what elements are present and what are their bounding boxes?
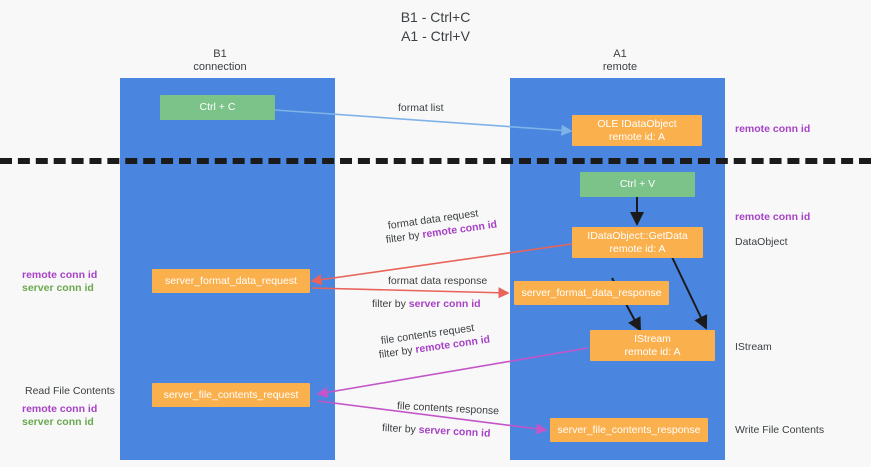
box-istream-line1: IStream: [634, 332, 671, 345]
side-label-dataobject: DataObject: [735, 236, 788, 248]
box-getdata-line1: IDataObject::GetData: [587, 229, 688, 242]
arrow-file-contents-request: [316, 347, 589, 398]
label-format-data-response-filter-prefix: filter by: [372, 298, 409, 310]
lane-b1-sub: connection: [193, 61, 247, 73]
box-server-format-data-response-label: server_format_data_response: [521, 286, 662, 299]
label-format-list: format list: [398, 102, 444, 114]
side-label-left-remote-conn-id-mid: remote conn id: [22, 269, 98, 281]
arrow-getdata-to-istream: [671, 256, 708, 330]
arrow-format-data-response: [311, 287, 510, 299]
box-ole-idataobject-line1: OLE IDataObject: [597, 117, 677, 130]
box-server-file-contents-response-label: server_file_contents_response: [557, 423, 701, 436]
box-server-file-contents-response[interactable]: server_file_contents_response: [550, 418, 708, 442]
label-file-contents-response-filter-prefix: filter by: [381, 422, 420, 436]
box-ctrl-v[interactable]: Ctrl + V: [580, 172, 695, 197]
label-format-data-response-filter: filter by server conn id: [372, 297, 481, 311]
box-ole-idataobject[interactable]: OLE IDataObject remote id: A: [572, 115, 702, 146]
box-ctrl-v-label: Ctrl + V: [619, 178, 656, 190]
side-label-istream: IStream: [735, 341, 772, 353]
box-server-format-data-request[interactable]: server_format_data_request: [152, 269, 310, 293]
box-server-file-contents-request-label: server_file_contents_request: [163, 388, 299, 401]
side-label-left-server-conn-id-mid: server conn id: [22, 282, 94, 294]
diagram-title-line1: B1 - Ctrl+C: [400, 9, 471, 25]
side-label-write-file-contents: Write File Contents: [735, 424, 825, 436]
arrow-file-contents-response: [317, 400, 548, 435]
side-label-remote-conn-id-mid: remote conn id: [735, 211, 811, 223]
label-format-data-response-filter-key: server conn id: [408, 298, 481, 310]
lane-b1-name: B1: [213, 48, 227, 60]
box-idataobject-getdata[interactable]: IDataObject::GetData remote id: A: [572, 227, 703, 258]
arrow-format-data-request: [310, 243, 573, 286]
box-server-format-data-response[interactable]: server_format_data_response: [514, 281, 669, 305]
diagram-title-line2: A1 - Ctrl+V: [401, 28, 470, 44]
lane-a1-sub: remote: [602, 61, 638, 73]
lane-header-b1: B1 connection: [120, 48, 320, 74]
label-file-contents-response-filter-key: server conn id: [418, 423, 491, 440]
side-label-left-server-conn-id-bottom: server conn id: [22, 416, 94, 428]
arrow-format-list: [274, 109, 573, 136]
side-label-remote-conn-id-top: remote conn id: [735, 123, 811, 135]
box-ctrl-c-label: Ctrl + C: [199, 101, 236, 113]
box-server-format-data-request-label: server_format_data_request: [165, 274, 297, 287]
box-istream[interactable]: IStream remote id: A: [590, 330, 715, 361]
phase-divider: [0, 158, 871, 164]
box-ctrl-c[interactable]: Ctrl + C: [160, 95, 275, 120]
side-label-read-file-contents: Read File Contents: [25, 385, 115, 397]
lane-a1-name: A1: [613, 48, 627, 60]
box-ole-idataobject-line2: remote id: A: [608, 130, 666, 143]
side-label-left-remote-conn-id-bottom: remote conn id: [22, 403, 98, 415]
label-format-data-response: format data response: [388, 275, 488, 287]
box-server-file-contents-request[interactable]: server_file_contents_request: [152, 383, 310, 407]
box-istream-line2: remote id: A: [624, 345, 681, 358]
lane-header-a1: A1 remote: [510, 48, 730, 74]
box-getdata-line2: remote id: A: [609, 242, 666, 255]
